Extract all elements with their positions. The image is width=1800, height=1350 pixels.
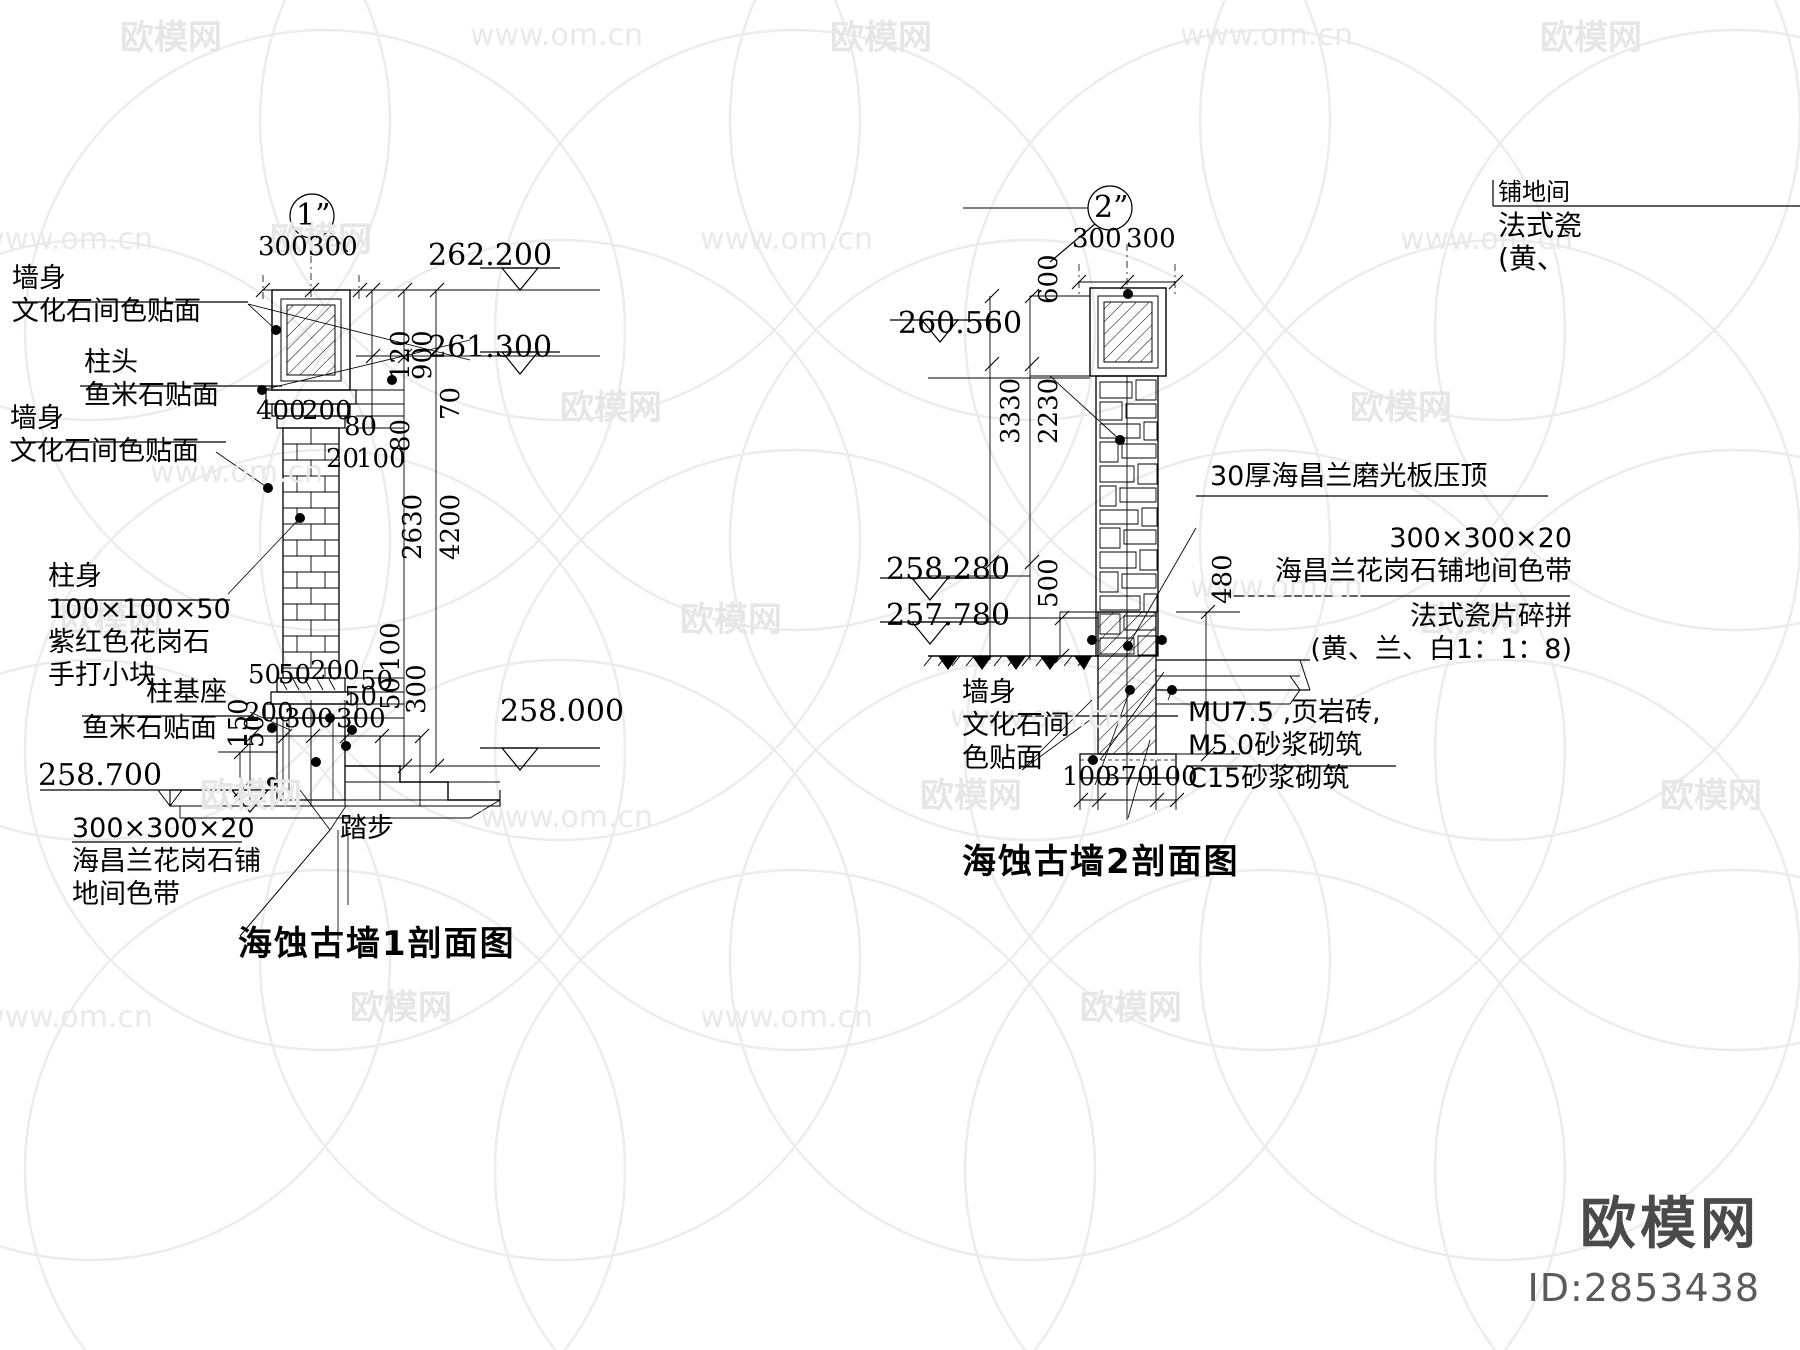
note-wall-body-3: 墙身 文化石间 色贴面: [962, 676, 1070, 775]
note-line: 墙身: [12, 263, 66, 294]
note-line: 法式瓷: [1498, 209, 1583, 242]
dim-100-h: 100: [356, 444, 406, 474]
brand-id: ID:2853438: [1527, 1266, 1760, 1310]
drawing-right-title: 海蚀古墙2剖面图: [962, 842, 1240, 882]
note-wall-body-1: 墙身 文化石间色贴面: [12, 262, 201, 328]
detail-marker-1: 1”: [296, 198, 331, 233]
note-line: 文化石间色贴面: [10, 436, 199, 467]
note-line: (黄、: [1498, 242, 1565, 275]
note-line: MU7.5 ,页岩砖,: [1188, 697, 1381, 728]
note-line: 柱身: [48, 561, 102, 592]
elevation-258-700: 258.700: [38, 758, 163, 793]
note-line: 海昌兰花岗石铺地间色带: [1275, 556, 1572, 587]
note-line: 100×100×50: [48, 594, 231, 625]
dim-300-a: 300: [284, 704, 334, 734]
note-line: C15砂浆砌筑: [1188, 763, 1350, 794]
dim-600: 600: [1034, 254, 1064, 304]
note-line: M5.0砂浆砌筑: [1188, 730, 1363, 761]
note-line: 300×300×20: [1389, 523, 1572, 554]
brand-block: 欧模网 ID:2853438: [1527, 1179, 1760, 1310]
note-column-head: 柱头 鱼米石贴面: [84, 346, 219, 412]
dim-400: 400: [256, 396, 306, 426]
elevation-258-000: 258.000: [500, 694, 625, 729]
brand-name: 欧模网: [1580, 1192, 1760, 1257]
note-paving: 300×300×20 海昌兰花岗石铺 地间色带: [72, 812, 261, 911]
note-paving-band: 300×300×20 海昌兰花岗石铺地间色带: [1232, 522, 1572, 588]
dim-20: 20: [326, 444, 360, 474]
dim-500: 500: [1034, 558, 1064, 608]
note-line: 海昌兰花岗石铺: [72, 846, 261, 877]
dim-50-b: 50: [278, 660, 312, 690]
dim-120: 120: [386, 330, 416, 380]
note-line: 文化石间: [962, 710, 1070, 741]
dim-3330: 3330: [996, 377, 1026, 444]
dim-50-c: 50: [360, 666, 394, 696]
note-line: 鱼米石贴面: [84, 380, 219, 411]
detail-marker-2: 2”: [1094, 190, 1129, 225]
note-line: 300×300×20: [72, 813, 255, 844]
elevation-262-200: 262.200: [428, 238, 553, 273]
dim-50-d: 50: [344, 682, 378, 712]
note-line: 色贴面: [962, 743, 1043, 774]
note-line: 30厚海昌兰磨光板压顶: [1210, 461, 1488, 492]
elevation-258-280: 258.280: [886, 552, 1011, 587]
dim-top-300-b: 300: [308, 232, 358, 262]
note-column-shaft: 柱身 100×100×50 紫红色花岗石 手打小块: [48, 560, 231, 692]
note-masonry: MU7.5 ,页岩砖, M5.0砂浆砌筑 C15砂浆砌筑: [1188, 696, 1381, 795]
note-step: 踏步: [340, 812, 394, 845]
drawing-left-title: 海蚀古墙1剖面图: [238, 924, 516, 964]
dim-200-c: 200: [244, 698, 294, 728]
note-line: 地间色带: [72, 879, 180, 910]
note-line: 柱基座: [146, 677, 227, 708]
dim-100-v: 100: [376, 622, 406, 672]
note-line: 法式瓷片碎拼: [1410, 601, 1572, 632]
elevation-261-300: 261.300: [428, 330, 553, 365]
dim-4200: 4200: [436, 493, 466, 560]
note-line: 铺地间: [1498, 178, 1570, 206]
dim-300-b: 300: [336, 704, 386, 734]
dim-top-300-c: 300: [1072, 224, 1122, 254]
dim-70: 70: [436, 386, 466, 420]
dim-top-300-a: 300: [258, 232, 308, 262]
note-line: 墙身: [962, 677, 1016, 708]
note-column-base: 柱基座: [146, 676, 227, 709]
dim-200-b: 200: [310, 656, 360, 686]
note-coping: 30厚海昌兰磨光板压顶: [1210, 460, 1487, 493]
dim-200: 200: [302, 396, 352, 426]
note-line: 踏步: [340, 813, 394, 844]
dim-top-300-d: 300: [1126, 224, 1176, 254]
note-line: (黄、兰、白1：1：8): [1310, 634, 1572, 665]
clipped-note-right-edge: 铺地间 法式瓷 (黄、: [1498, 176, 1582, 275]
dim-100-r: 100: [1148, 762, 1198, 792]
dim-2230: 2230: [1034, 377, 1064, 444]
elevation-257-780: 257.780: [886, 598, 1011, 633]
dim-100-l: 100: [1062, 762, 1112, 792]
dim-2630: 2630: [398, 493, 428, 560]
note-column-base-material: 鱼米石贴面: [82, 712, 217, 745]
note-line: 手打小块: [48, 660, 156, 691]
dim-80-h: 80: [344, 412, 378, 442]
dim-370: 370: [1104, 762, 1154, 792]
note-wall-body-2: 墙身 文化石间色贴面: [10, 402, 199, 468]
note-line: 紫红色花岗石: [48, 627, 210, 658]
note-french-tile: 法式瓷片碎拼 (黄、兰、白1：1：8): [1230, 600, 1572, 666]
dim-300-v: 300: [402, 664, 432, 714]
note-line: 墙身: [10, 403, 64, 434]
elevation-260-560: 260.560: [898, 306, 1023, 341]
note-line: 柱头: [84, 347, 138, 378]
note-line: 鱼米石贴面: [82, 713, 217, 744]
dim-50-a: 50: [248, 660, 282, 690]
note-line: 文化石间色贴面: [12, 296, 201, 327]
